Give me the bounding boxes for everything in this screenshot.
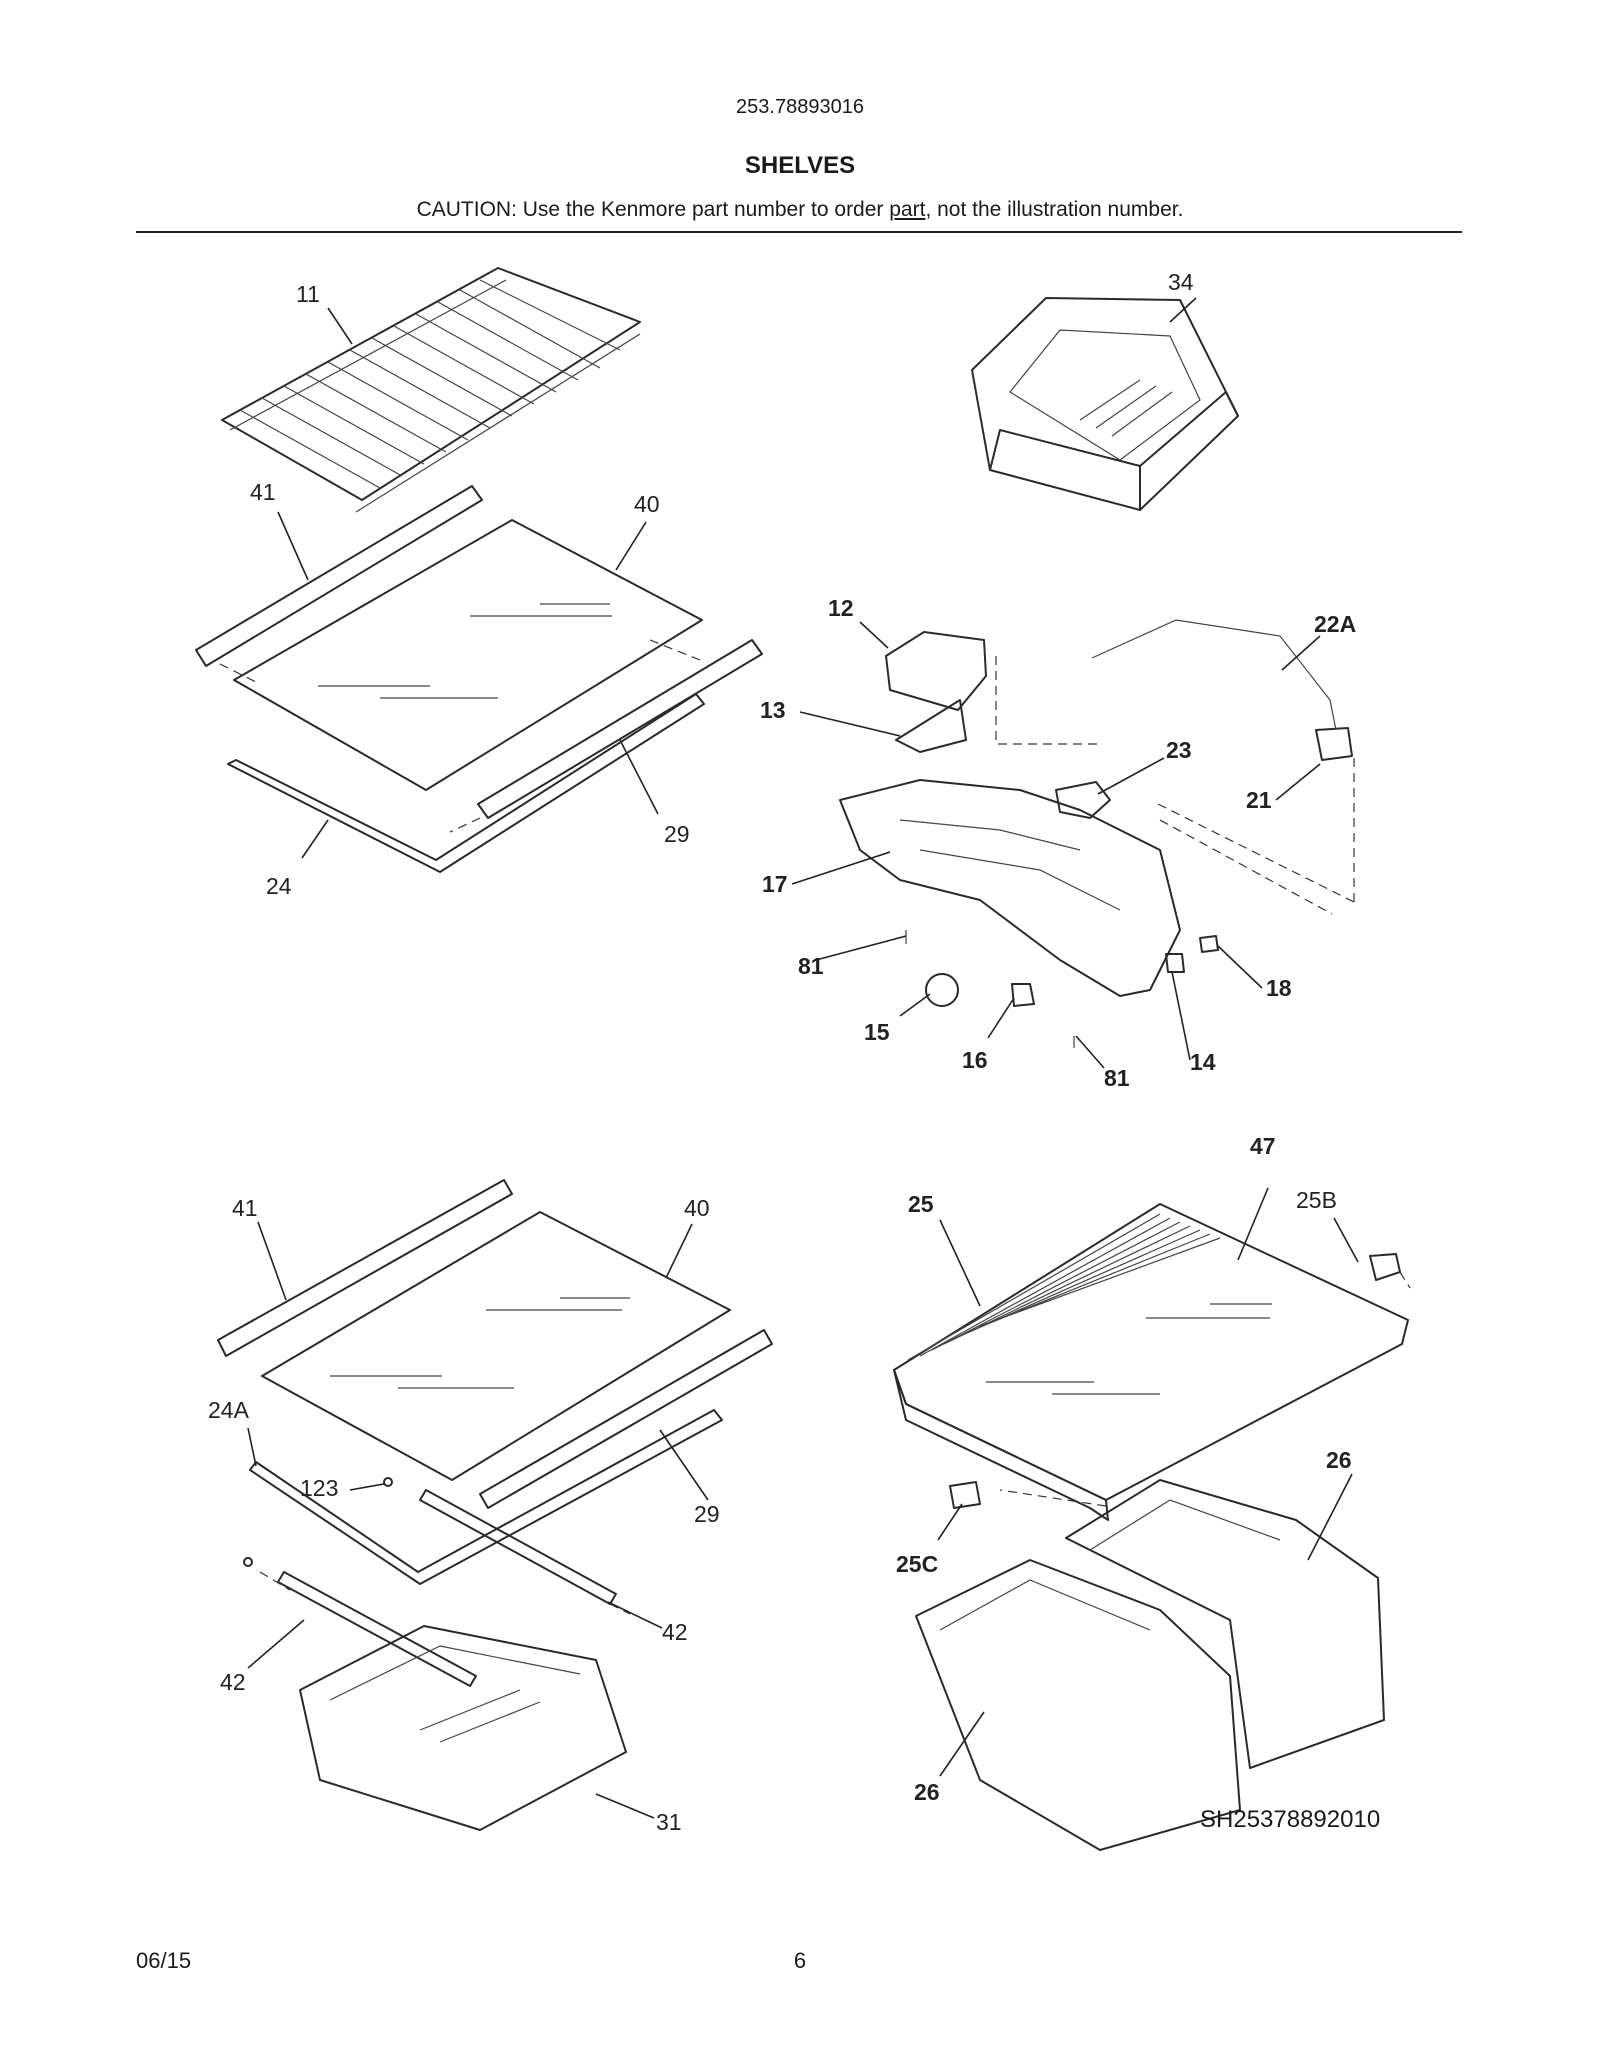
callout-labels: 11 34 41 40 12 22A 13 23 21 29 24 17 81 … bbox=[208, 269, 1356, 1835]
callout-15: 15 bbox=[864, 1019, 890, 1045]
callout-22A: 22A bbox=[1314, 611, 1356, 637]
part-123-screw-a bbox=[383, 1477, 393, 1487]
page-number: 6 bbox=[793, 1948, 807, 1973]
part-29-upper-trim bbox=[477, 639, 763, 819]
part-18-clip bbox=[1199, 935, 1219, 953]
footer-date: 06/15 bbox=[136, 1948, 192, 1973]
part-15-bulb bbox=[925, 973, 959, 1007]
callout-18: 18 bbox=[1266, 975, 1292, 1001]
caution-text-start: CAUTION: Use the Kenmore part number to … bbox=[416, 198, 890, 221]
callout-123: 123 bbox=[300, 1475, 338, 1501]
part-34-storage-pan bbox=[971, 297, 1239, 511]
part-41-upper-trim bbox=[195, 485, 483, 667]
upper-glass-shelf-assembly bbox=[195, 485, 763, 873]
caution-text-end: , not the illustration number. bbox=[925, 198, 1184, 221]
part-25B-bracket bbox=[1369, 1253, 1401, 1281]
callout-29-lower: 29 bbox=[694, 1501, 720, 1527]
callout-17: 17 bbox=[762, 871, 788, 897]
callout-42-right: 42 bbox=[662, 1619, 688, 1645]
part-24A-lower-frame bbox=[249, 1409, 723, 1585]
part-22A-capillary bbox=[1091, 619, 1337, 731]
section-title: SHELVES bbox=[744, 152, 856, 179]
part-31-drawer bbox=[299, 1625, 627, 1831]
callout-81-upper: 81 bbox=[798, 953, 824, 979]
part-25C-bracket bbox=[949, 1481, 981, 1509]
part-40-lower-glass bbox=[261, 1211, 731, 1481]
light-housing-assembly bbox=[839, 619, 1355, 1048]
model-number: 253.78893016 bbox=[736, 96, 864, 118]
part-25-vents bbox=[907, 1213, 1221, 1361]
callout-26-right: 26 bbox=[1326, 1447, 1352, 1473]
part-42-slide-right bbox=[419, 1489, 617, 1605]
crisper-assembly bbox=[893, 1203, 1411, 1851]
part-26-right-pan bbox=[1065, 1479, 1385, 1769]
caution-note: CAUTION: Use the Kenmore part number to … bbox=[0, 198, 1600, 222]
callout-25C: 25C bbox=[896, 1551, 938, 1577]
callout-14: 14 bbox=[1190, 1049, 1216, 1075]
part-29-lower-trim bbox=[479, 1329, 773, 1509]
callout-16: 16 bbox=[962, 1047, 988, 1073]
lower-glass-shelf-assembly bbox=[217, 1179, 773, 1831]
part-16-socket bbox=[1011, 983, 1035, 1007]
part-11-wire-shelf bbox=[221, 267, 641, 513]
callout-41-upper: 41 bbox=[250, 479, 276, 505]
callout-29-upper: 29 bbox=[664, 821, 690, 847]
callout-23: 23 bbox=[1166, 737, 1192, 763]
callout-11: 11 bbox=[296, 281, 320, 307]
callout-42-left: 42 bbox=[220, 1669, 246, 1695]
callout-34: 34 bbox=[1168, 269, 1194, 295]
callout-13: 13 bbox=[760, 697, 786, 723]
callout-24: 24 bbox=[266, 873, 292, 899]
part-17-housing bbox=[839, 779, 1181, 997]
callout-81-lower: 81 bbox=[1104, 1065, 1130, 1091]
callout-25: 25 bbox=[908, 1191, 934, 1217]
part-21-thermostat bbox=[1315, 727, 1353, 761]
callout-26-left: 26 bbox=[914, 1779, 940, 1805]
part-14-switch bbox=[1165, 953, 1185, 973]
part-123-screw-b bbox=[243, 1557, 253, 1567]
callout-40-lower: 40 bbox=[684, 1195, 710, 1221]
callout-leaders bbox=[247, 297, 1359, 1819]
callout-40-upper: 40 bbox=[634, 491, 660, 517]
part-12-cover bbox=[885, 631, 987, 711]
part-23-switch bbox=[1055, 781, 1111, 819]
drawing-reference: SH25378892010 bbox=[1200, 1806, 1381, 1833]
part-25-frame bbox=[893, 1369, 1109, 1521]
part-40-upper-glass bbox=[233, 519, 703, 791]
part-42-slide-left bbox=[277, 1571, 477, 1687]
part-26-left-pan bbox=[915, 1559, 1241, 1851]
part-41-lower-trim bbox=[217, 1179, 513, 1357]
part-24-upper-frame bbox=[227, 693, 705, 873]
callout-47: 47 bbox=[1250, 1133, 1276, 1159]
callout-24A: 24A bbox=[208, 1397, 250, 1423]
header-rule bbox=[136, 231, 1462, 233]
caution-part-link[interactable]: part bbox=[889, 198, 926, 221]
callout-21: 21 bbox=[1246, 787, 1272, 813]
callout-12: 12 bbox=[828, 595, 854, 621]
callout-41-lower: 41 bbox=[232, 1195, 258, 1221]
part-13-lens bbox=[895, 699, 967, 753]
callout-25B: 25B bbox=[1296, 1187, 1337, 1213]
callout-31: 31 bbox=[656, 1809, 682, 1835]
